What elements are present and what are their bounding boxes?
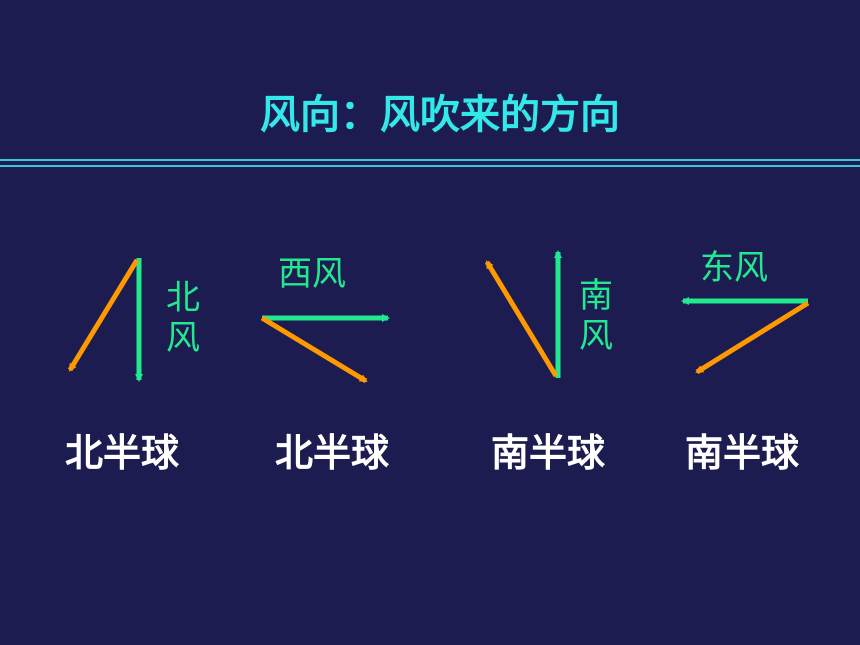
south-wind-label: 南 风 [576, 276, 616, 356]
panel-1-arrows [67, 258, 143, 382]
north-wind-label-line1: 北 [166, 278, 200, 318]
hemisphere-label: 北半球 [65, 431, 180, 475]
deflected-wind-arrow [695, 300, 810, 375]
deflected-wind-arrow [67, 258, 140, 372]
hemisphere-label: 南半球 [685, 431, 800, 475]
title-divider-line [0, 159, 860, 161]
panel-4-arrows [681, 297, 810, 375]
panel-2-arrows [260, 314, 390, 384]
south-wind-label-line1: 南 [579, 276, 613, 316]
deflected-wind-arrow [484, 260, 559, 378]
slide-title: 风向：风吹来的方向 [260, 92, 620, 138]
east-wind-label: 东风 [700, 248, 768, 288]
deflected-wind-arrow [260, 315, 368, 384]
south-wind-label-line2: 风 [579, 316, 613, 356]
hemisphere-label: 北半球 [275, 431, 390, 475]
panel-3-arrows [484, 250, 562, 378]
west-wind-label: 西风 [278, 254, 346, 294]
north-wind-label: 北 风 [163, 278, 203, 358]
title-divider-line [0, 165, 860, 167]
hemisphere-label: 南半球 [491, 431, 606, 475]
north-wind-label-line2: 风 [166, 318, 200, 358]
